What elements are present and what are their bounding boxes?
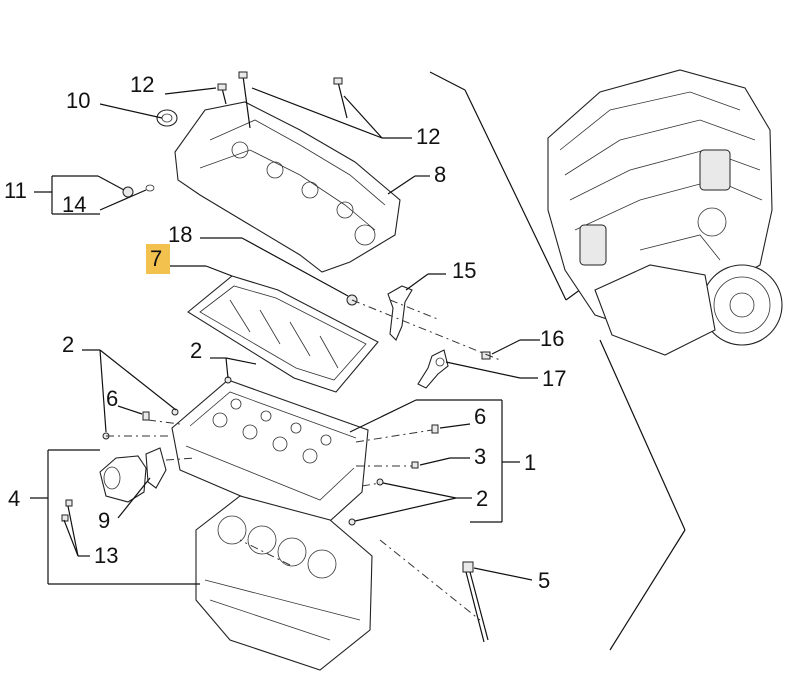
engine-block-part [195,495,373,671]
callout-18: 18 [168,222,192,247]
head-bolt-5-part [462,561,489,643]
cam-cover-part [174,101,401,273]
highlight-box-7 [146,244,170,274]
assembled-engine-illustration [547,69,783,356]
callout-7: 7 [150,246,162,271]
cover-gasket-part [187,275,379,393]
callout-12-top: 12 [130,72,154,97]
callout-labels: 1 2 2 2 3 4 5 6 6 7 8 9 10 11 12 12 13 1… [4,72,566,593]
bracket-15-part [387,285,413,341]
callout-4: 4 [8,486,20,511]
leader-lines [30,87,540,585]
callout-5: 5 [538,568,550,593]
callout-2-middle: 2 [190,338,202,363]
callout-16: 16 [540,326,564,351]
thermostat-housing-part [99,447,167,503]
callout-15: 15 [452,258,476,283]
sensor-17-part [417,349,449,389]
callout-17: 17 [542,366,566,391]
callout-11: 11 [4,178,27,203]
cover-bolts [217,71,348,129]
callout-14: 14 [62,192,86,217]
callout-10: 10 [66,88,90,113]
callout-12-right: 12 [416,124,440,149]
cylinder-head-part [171,379,369,531]
plug-and-washer-parts [122,184,155,198]
divider-lines [429,71,686,651]
callout-9: 9 [98,508,110,533]
callout-13: 13 [94,543,118,568]
callout-1: 1 [524,450,536,475]
callout-6-left: 6 [106,386,118,411]
callout-3: 3 [474,444,486,469]
callout-6-right: 6 [474,404,486,429]
callout-2-upper-left: 2 [62,332,74,357]
callout-8: 8 [434,162,446,187]
small-fasteners [102,376,439,526]
assembly-guide-lines [106,299,501,621]
callout-2-lower-right: 2 [476,486,488,511]
